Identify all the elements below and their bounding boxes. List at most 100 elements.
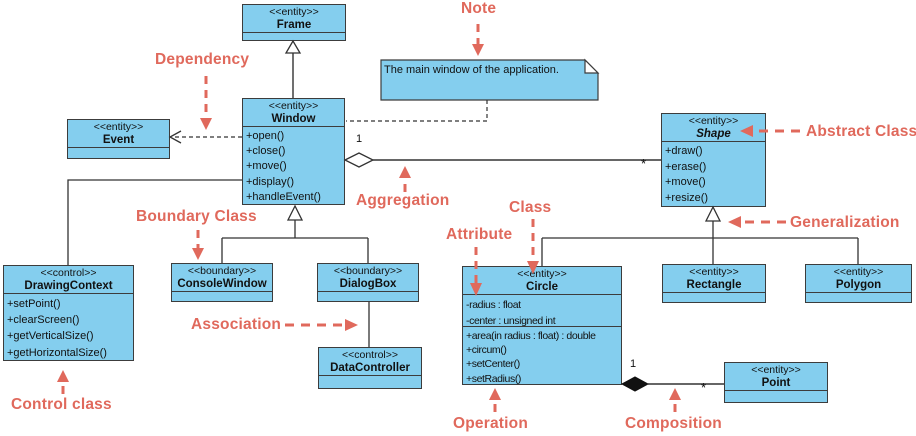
dependency-window-event (168, 130, 242, 144)
multiplicity-composition-source: 1 (630, 358, 637, 370)
empty-compartment (318, 292, 418, 301)
class-event[interactable]: <<entity>> Event (67, 119, 170, 159)
class-name: ConsoleWindow (177, 278, 267, 290)
class-shape[interactable]: <<entity>> Shape +draw()+erase()+move()+… (661, 113, 766, 207)
annotation-control-class: Control class (11, 396, 112, 413)
member: +display() (246, 175, 294, 188)
class-name: Window (271, 113, 316, 125)
member: +move() (665, 176, 706, 189)
annotation-abstract-class: Abstract Class (806, 123, 916, 140)
class-name: Shape (696, 128, 731, 140)
composition-pointer-arrow (669, 388, 681, 412)
class-name: DialogBox (339, 278, 397, 290)
class-stereotype: <<entity>> (93, 121, 144, 133)
boundary-class-pointer-arrow (192, 230, 204, 260)
empty-compartment (663, 293, 765, 302)
class-dialogbox[interactable]: <<boundary>> DialogBox (317, 263, 419, 302)
class-header: <<boundary>> DialogBox (318, 264, 418, 292)
class-circle[interactable]: <<entity>> Circle -radius : float -center… (462, 266, 622, 385)
aggregation-window-shape (343, 152, 661, 168)
annotation-composition: Composition (625, 415, 722, 432)
annotation-generalization: Generalization (790, 214, 900, 231)
class-window[interactable]: <<entity>> Window +open() +close() +move()… (242, 98, 345, 205)
multiplicity-composition-target: * (701, 380, 707, 395)
class-header: <<entity>> Shape (662, 114, 765, 142)
control-class-pointer-arrow (57, 370, 69, 394)
class-stereotype: <<entity>> (269, 6, 319, 18)
class-stereotype: <<boundary>> (333, 265, 403, 277)
class-stereotype: <<entity>> (751, 364, 801, 376)
generalization-pointer-arrow (728, 216, 786, 228)
class-header: <<entity>> Event (68, 120, 169, 148)
class-name: Event (102, 134, 135, 146)
aggregation-pointer-arrow (399, 166, 411, 192)
class-name: Frame (276, 19, 312, 31)
class-header: <<boundary>> ConsoleWindow (172, 264, 272, 292)
annotation-note: Note (461, 0, 497, 17)
member: +erase() (665, 160, 707, 173)
member: +resize() (665, 191, 709, 204)
operations-compartment: +open() +close() +move() +display() +handleE… (243, 127, 344, 204)
member: +setPoint() (7, 298, 61, 310)
annotation-attribute: Attribute (446, 226, 513, 243)
class-header: <<control>> DrawingContext (4, 266, 133, 294)
generalization-window-frame (284, 39, 302, 98)
class-frame[interactable]: <<entity>> Frame (242, 4, 346, 41)
multiplicity-aggregation-target: * (641, 156, 647, 171)
class-consolewindow[interactable]: <<boundary>> ConsoleWindow (171, 263, 273, 302)
class-name: Point (761, 377, 791, 389)
operation-pointer-arrow (489, 388, 501, 412)
operations-compartment: +area(in radius : float) : double +circum… (463, 327, 621, 384)
association-pointer-arrow (285, 319, 358, 331)
note-pointer-arrow (472, 24, 484, 56)
annotation-aggregation: Aggregation (356, 192, 450, 209)
member: +getHorizontalSize() (7, 346, 107, 359)
member: +circum() (466, 344, 507, 357)
member: +open() (246, 130, 285, 142)
dependency-pointer-arrow (200, 76, 212, 130)
annotation-association: Association (191, 316, 282, 333)
class-stereotype: <<boundary>> (187, 265, 257, 277)
member: -center : unsigned int (466, 315, 556, 327)
class-stereotype: <<control>> (341, 349, 399, 361)
class-header: <<entity>> Circle (463, 267, 621, 295)
empty-compartment (243, 33, 345, 40)
member: +area(in radius : float) : double (466, 330, 596, 342)
class-stereotype: <<entity>> (833, 266, 884, 278)
annotation-boundary-class: Boundary Class (136, 208, 257, 225)
class-header: <<control>> DataController (319, 348, 421, 376)
class-drawingcontext[interactable]: <<control>> DrawingContext +setPoint()+c… (3, 265, 134, 361)
operations-compartment: +draw() +erase() +move() +resize() (662, 142, 765, 206)
class-header: <<entity>> Window (243, 99, 344, 127)
empty-compartment (319, 376, 421, 388)
empty-compartment (172, 292, 272, 301)
class-rectangle[interactable]: <<entity>> Rectangle (662, 264, 766, 303)
operations-compartment: +setPoint()+clearScreen()+getVerticalSiz… (4, 294, 133, 360)
class-header: <<entity>> Rectangle (663, 265, 765, 293)
annotation-operation: Operation (453, 415, 529, 432)
member: +setCenter() (466, 358, 520, 371)
empty-compartment (725, 391, 827, 402)
class-name: Rectangle (686, 279, 742, 291)
member: -radius : float (466, 299, 521, 311)
class-stereotype: <<entity>> (689, 266, 739, 278)
member: +handleEvent() (246, 190, 321, 203)
empty-compartment (68, 148, 169, 158)
class-point[interactable]: <<entity>> Point (724, 362, 828, 403)
member: +setRadius() (466, 372, 522, 384)
attributes-compartment: -radius : float -center : unsigned int (463, 295, 621, 327)
class-stereotype: <<entity>> (517, 268, 567, 280)
class-datacontroller[interactable]: <<control>> DataController (318, 347, 422, 389)
member: +close() (246, 145, 286, 158)
class-polygon[interactable]: <<entity>> Polygon (805, 264, 912, 303)
annotation-class: Class (509, 199, 552, 216)
empty-compartment (806, 293, 911, 302)
member: +getVerticalSize() (7, 330, 94, 343)
class-header: <<entity>> Frame (243, 5, 345, 33)
class-name: Circle (526, 281, 558, 293)
note-text: The main window of the application. (384, 64, 559, 76)
annotation-dependency: Dependency (155, 51, 250, 68)
member: +draw() (665, 145, 703, 157)
member: +move() (246, 160, 287, 173)
